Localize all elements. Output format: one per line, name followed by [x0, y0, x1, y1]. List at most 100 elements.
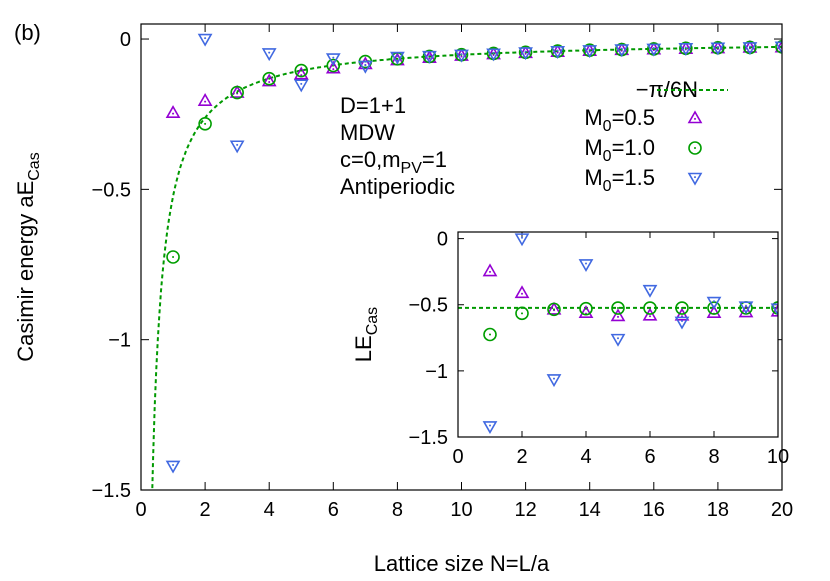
main-data	[151, 33, 782, 490]
inset-xtick-label: 4	[580, 446, 591, 468]
legend-series-label-main: M	[584, 105, 602, 130]
legend-marker-circle-dot	[694, 147, 696, 149]
y-axis-label-main: Casimir energy aE	[13, 181, 38, 362]
main-point-triangle-down	[422, 50, 437, 64]
inset-point-triangle-down	[578, 259, 594, 273]
annotation-line: MDW	[340, 120, 395, 145]
y-axis-label-sub: Cas	[26, 152, 43, 180]
inset-y-axis-label: LECas	[351, 307, 381, 362]
inset-point-triangle-down-dot	[521, 236, 523, 239]
inset-point-circle	[547, 302, 561, 317]
main-point-triangle-down-dot	[236, 143, 239, 146]
inset-ytick-label: −0.5	[409, 295, 448, 317]
inset-point-triangle-down	[642, 284, 658, 298]
inset-point-triangle-down-dot	[585, 262, 587, 265]
inset-frame	[457, 231, 779, 438]
main-point-circle-dot	[204, 122, 207, 125]
main-point-circle	[294, 63, 309, 78]
inset-point-circle-dot	[681, 307, 683, 310]
main-point-triangle-up	[293, 66, 309, 80]
main-point-triangle-down	[325, 53, 341, 67]
main-point-circle-dot	[300, 69, 303, 72]
inset-ytick-label: 0	[437, 229, 448, 251]
main-ytick-label: −1	[108, 330, 131, 352]
main-point-triangle-up-dot	[588, 50, 591, 53]
main-point-triangle-down	[486, 48, 501, 62]
main-point-triangle-down-dot	[748, 45, 751, 48]
main-point-triangle-up	[229, 84, 245, 98]
main-point-triangle-down	[614, 44, 630, 58]
main-point-circle-dot	[236, 91, 239, 94]
main-point-triangle-down-dot	[652, 47, 655, 50]
main-point-triangle-down	[550, 46, 566, 59]
main-point-triangle-down-dot	[332, 56, 335, 59]
inset-point-circle	[483, 327, 497, 342]
main-point-triangle-down	[454, 49, 469, 63]
main-point-triangle-down-dot	[524, 50, 527, 53]
main-point-circle-dot	[172, 256, 175, 258]
main-point-triangle-down-dot	[172, 464, 175, 467]
main-xtick-label: 16	[643, 499, 665, 521]
main-xtick-label: 6	[328, 499, 339, 521]
main-point-triangle-down	[646, 43, 662, 57]
inset-point-triangle-up-dot	[489, 270, 491, 273]
main-point-triangle-down-dot	[396, 55, 399, 58]
main-point-triangle-down	[518, 47, 533, 61]
main-point-triangle-down	[357, 60, 373, 74]
annotation-line-main: c=0,m	[340, 147, 401, 172]
inset-point-triangle-up-dot	[649, 315, 651, 318]
annotation-line: Antiperiodic	[340, 174, 455, 199]
inset-point-triangle-down	[770, 303, 778, 317]
legend-marker-triangle-down	[687, 172, 703, 186]
main-point-triangle-down-dot	[364, 64, 367, 67]
main-ytick-label: −1.5	[92, 480, 131, 502]
inset-point-circle	[643, 301, 657, 315]
main-point-triangle-up	[165, 105, 181, 118]
main-point-triangle-down	[742, 42, 758, 56]
panel-label: (b)	[14, 20, 41, 45]
main-xtick-label: 0	[135, 499, 146, 521]
main-point-circle-dot	[268, 77, 271, 80]
inset-point-circle	[675, 301, 689, 315]
main-xtick-label: 4	[264, 499, 275, 521]
inset-point-triangle-down	[482, 421, 498, 435]
inset-xtick-label: 6	[644, 446, 655, 468]
inset-point-triangle-up	[578, 305, 594, 318]
main-frame	[140, 23, 783, 491]
inset-y-axis-label-sub: Cas	[364, 307, 381, 335]
main-point-triangle-down-dot	[268, 51, 271, 54]
main-point-triangle-down	[229, 140, 245, 154]
main-point-triangle-down-dot	[300, 82, 303, 85]
main-point-triangle-down-dot	[684, 46, 687, 49]
main-point-triangle-down	[197, 33, 213, 47]
inset-y-axis-label-main: LE	[351, 335, 376, 362]
legend-series-label-tail: =0.5	[612, 105, 655, 130]
main-point-triangle-up-dot	[556, 51, 559, 54]
inset-point-triangle-up	[546, 301, 562, 315]
annotation-line: c=0,mPV=1	[340, 147, 447, 177]
main-point-triangle-down-dot	[460, 53, 463, 56]
main-point-triangle-down-dot	[716, 45, 719, 48]
inset-point-circle	[579, 301, 593, 316]
annotation-line-main: Antiperiodic	[340, 174, 455, 199]
legend-marker-circle	[688, 141, 702, 155]
main-point-triangle-down-dot	[492, 51, 495, 54]
main-point-triangle-up-dot	[460, 55, 463, 58]
inset-point-circle-dot	[745, 306, 747, 309]
annotation-line-main: D=1+1	[340, 93, 406, 118]
inset-point-circle	[771, 301, 778, 315]
inset-point-triangle-down-dot	[489, 424, 491, 427]
inset-point-circle-dot	[489, 333, 491, 336]
main-point-circle	[166, 250, 180, 264]
inset-point-triangle-down-dot	[649, 288, 651, 291]
main-point-triangle-down-dot	[620, 47, 623, 50]
inset-xtick-label: 2	[516, 446, 527, 468]
inset-point-circle-dot	[585, 307, 587, 310]
inset-point-triangle-up-dot	[617, 315, 619, 318]
main-xtick-label: 14	[579, 499, 601, 521]
main-point-triangle-up-dot	[332, 68, 335, 71]
main-point-triangle-up	[325, 60, 341, 74]
